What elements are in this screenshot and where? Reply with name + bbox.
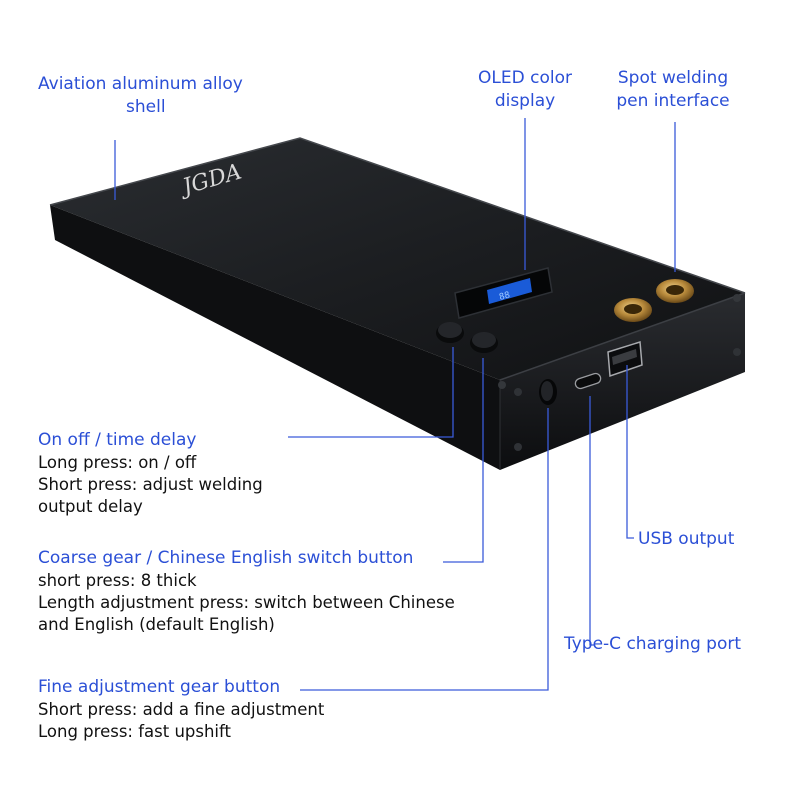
usb-output-port xyxy=(607,341,643,378)
coarse-gear-button[interactable] xyxy=(470,332,498,353)
shell-label: Aviation aluminum alloy shell xyxy=(38,73,243,119)
device-side-face xyxy=(50,205,500,470)
pen-interface-label: Spot welding pen interface xyxy=(604,67,742,113)
type-c-label: Type-C charging port xyxy=(564,634,742,654)
on-off-title: On off / time delay xyxy=(38,430,197,450)
coarse-gear-desc-1: short press: 8 thick xyxy=(38,571,197,590)
usb-output-label: USB output xyxy=(638,529,735,549)
type-c-port xyxy=(574,372,602,390)
oled-display-label-line-2: display xyxy=(494,91,556,111)
leader-lines xyxy=(114,118,676,691)
oled-display-label-line-1: OLED color xyxy=(478,68,572,88)
on-off-desc-2: Short press: adjust welding xyxy=(38,475,263,494)
fine-adjust-button[interactable] xyxy=(539,379,557,405)
fine-adjust-title: Fine adjustment gear button xyxy=(38,677,281,697)
on-off-desc-1: Long press: on / off xyxy=(38,453,197,472)
oled-display: 88 xyxy=(454,267,553,319)
pen-interface-label-line-2: pen interface xyxy=(616,91,730,111)
oled-display-label: OLED color display xyxy=(462,67,588,113)
shell-label-line-2: shell xyxy=(126,97,166,117)
coarse-gear-title: Coarse gear / Chinese English switch but… xyxy=(38,548,414,568)
on-off-button[interactable] xyxy=(436,322,464,343)
oled-screen-text: 88 xyxy=(498,290,511,302)
shell-label-line-1: Aviation aluminum alloy xyxy=(38,74,243,94)
welding-pen-socket-left xyxy=(614,298,652,322)
coarse-gear-desc-2: Length adjustment press: switch between … xyxy=(38,593,455,612)
welding-pen-socket-right xyxy=(656,279,694,303)
fine-adjust-desc-1: Short press: add a fine adjustment xyxy=(38,700,325,719)
coarse-gear-desc-3: and English (default English) xyxy=(38,615,275,634)
device-end-face xyxy=(500,293,745,470)
on-off-desc-3: output delay xyxy=(38,497,143,516)
device-top-face xyxy=(50,138,745,380)
pen-interface-label-line-1: Spot welding xyxy=(617,68,729,88)
fine-adjust-desc-2: Long press: fast upshift xyxy=(38,722,232,741)
